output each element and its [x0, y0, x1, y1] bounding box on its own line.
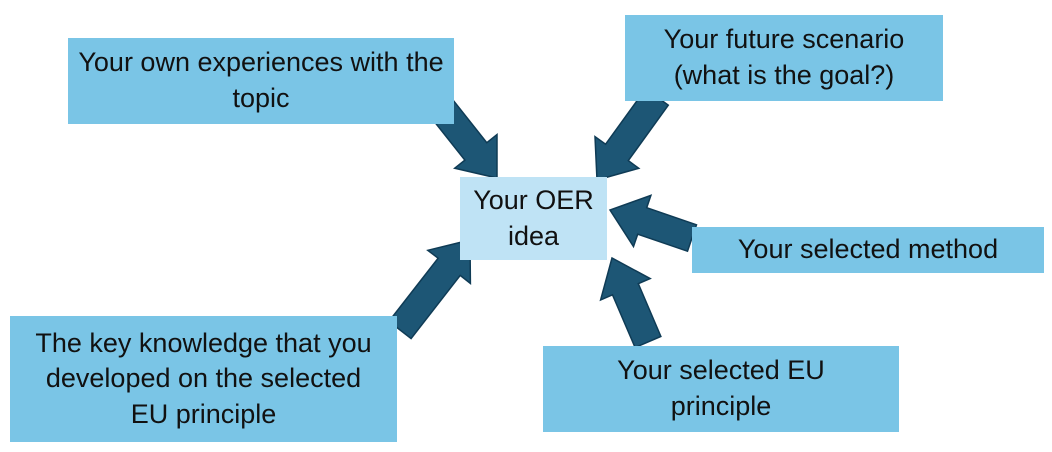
box-key-knowledge: The key knowledge that you developed on …	[10, 316, 397, 442]
arrow-from-selected-eu-principle	[599, 256, 662, 349]
box-future-scenario-text: Your future scenario (what is the goal?)	[663, 24, 905, 90]
box-future-scenario: Your future scenario (what is the goal?)	[625, 15, 943, 101]
box-selected-method-text: Your selected method	[737, 234, 999, 265]
box-selected-method: Your selected method	[692, 227, 1044, 273]
center-oer-idea-text: Your OER idea	[473, 184, 594, 251]
center-oer-idea: Your OER idea	[460, 177, 607, 260]
box-own-experiences-text: Your own experiences with the topic	[78, 47, 444, 113]
box-own-experiences: Your own experiences with the topic	[68, 38, 454, 124]
box-selected-eu-principle-text: Your selected EU principle	[617, 355, 825, 421]
box-selected-eu-principle: Your selected EU principle	[543, 346, 899, 432]
arrow-from-selected-method	[608, 194, 698, 253]
box-key-knowledge-text: The key knowledge that you developed on …	[35, 327, 372, 429]
arrow-from-future-scenario	[594, 87, 670, 181]
arrow-from-key-knowledge	[387, 239, 472, 340]
